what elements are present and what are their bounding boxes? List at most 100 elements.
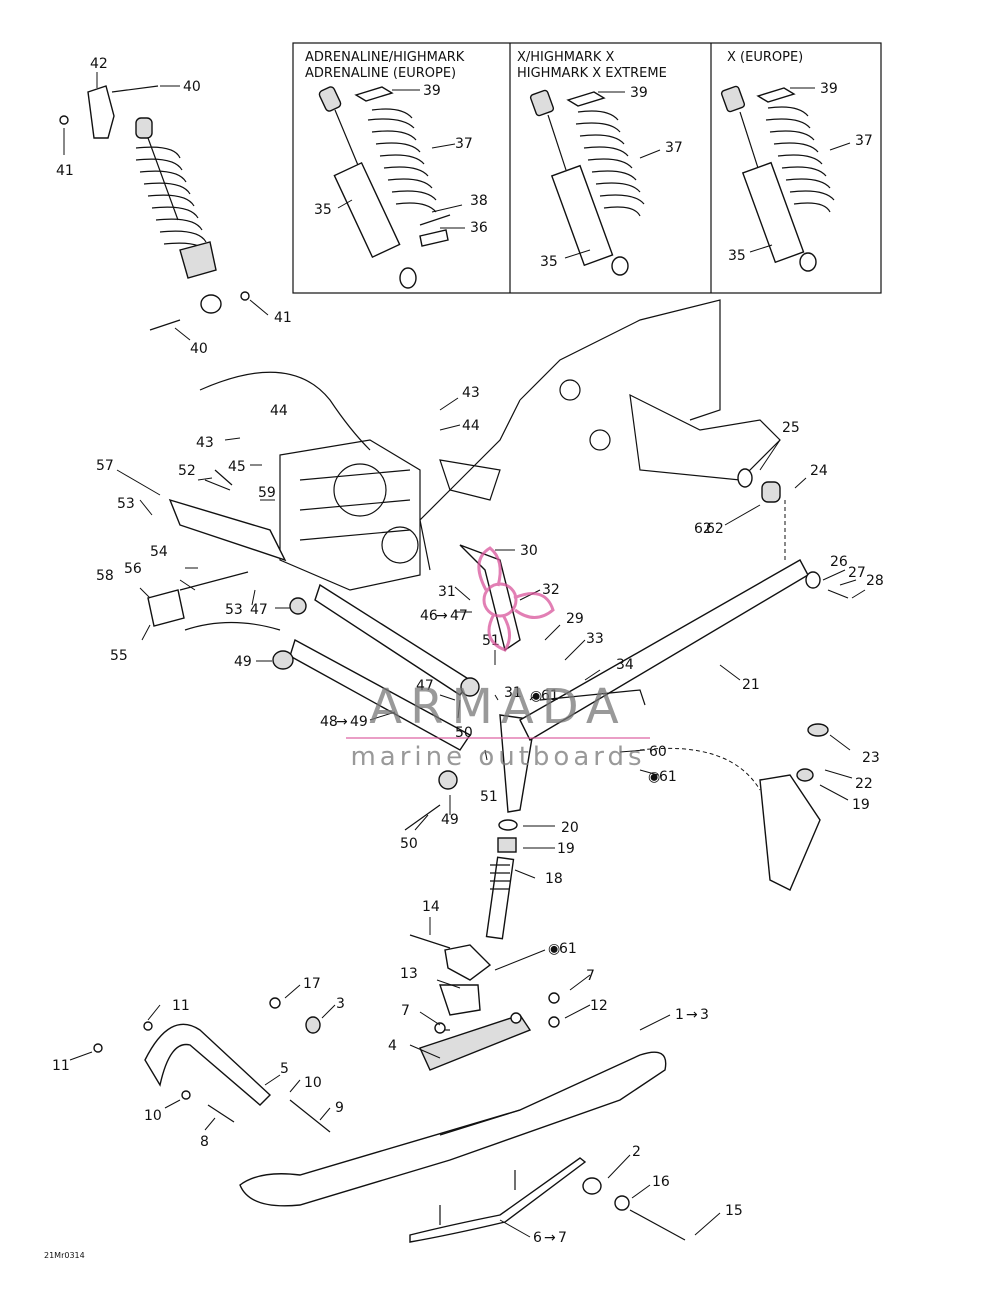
callout-35-col3: 35 bbox=[728, 248, 746, 264]
callout-44-left: 44 bbox=[270, 403, 288, 419]
callout-62: 62 bbox=[694, 521, 712, 537]
callout-10-right: 10 bbox=[304, 1075, 322, 1091]
callout-42: 42 bbox=[90, 56, 108, 72]
callout-7-bottom: 7 bbox=[558, 1230, 567, 1246]
callout-19-right: 19 bbox=[852, 797, 870, 813]
callout-18: 18 bbox=[545, 871, 563, 887]
callout-3-left: 3 bbox=[336, 996, 345, 1012]
armada-logo-icon bbox=[477, 546, 555, 652]
callout-38-col1: 38 bbox=[470, 193, 488, 209]
callout-16: 16 bbox=[652, 1174, 670, 1190]
callout-61-mid-drop: ◉ bbox=[648, 769, 660, 785]
callout-20: 20 bbox=[561, 820, 579, 836]
callout-46-arrow: → bbox=[436, 608, 448, 624]
armada-watermark: ARMADA marine outboards bbox=[346, 546, 650, 772]
callout-61-top-drop: ◉ bbox=[530, 688, 542, 704]
callout-27: 27 bbox=[848, 565, 866, 581]
callout-11-left: 11 bbox=[52, 1058, 70, 1074]
callout-17: 17 bbox=[303, 976, 321, 992]
chassis-frame bbox=[199, 299, 781, 591]
pivot-hardware bbox=[737, 468, 849, 599]
callout-49-left: 49 bbox=[234, 654, 252, 670]
callout-41-bottom: 41 bbox=[274, 310, 292, 326]
callout-37-col2: 37 bbox=[665, 140, 683, 156]
callout-2: 2 bbox=[632, 1144, 641, 1160]
shock-absorber-x-europe bbox=[720, 85, 835, 272]
callout-11-top: 11 bbox=[172, 998, 190, 1014]
inset-col3-line1: X (EUROPE) bbox=[727, 50, 803, 65]
callout-44-right: 44 bbox=[462, 418, 480, 434]
callout-62-number: 62 bbox=[706, 521, 724, 537]
callout-60: 60 bbox=[649, 744, 667, 760]
callout-43-right: 43 bbox=[462, 385, 480, 401]
callout-41-top: 41 bbox=[56, 163, 74, 179]
inset-col1-line2: ADRENALINE (EUROPE) bbox=[305, 66, 456, 81]
callout-26: 26 bbox=[830, 554, 848, 570]
callout-24: 24 bbox=[810, 463, 828, 479]
callout-49-bottom: 49 bbox=[441, 812, 459, 828]
callout-59: 59 bbox=[258, 485, 276, 501]
callout-29: 29 bbox=[566, 611, 584, 627]
shock-variants-inset: ADRENALINE/HIGHMARK ADRENALINE (EUROPE) … bbox=[292, 42, 882, 294]
callout-6-arrow: → bbox=[544, 1230, 556, 1246]
callout-3-right: 3 bbox=[700, 1007, 709, 1023]
callout-48-arrow: → bbox=[336, 714, 348, 730]
callout-1: 1 bbox=[675, 1007, 684, 1023]
callout-37-col1: 37 bbox=[455, 136, 473, 152]
callout-50-bottom: 50 bbox=[400, 836, 418, 852]
diagram-code: 21Mr0314 bbox=[44, 1251, 85, 1260]
callout-35-col2: 35 bbox=[540, 254, 558, 270]
callout-53-top: 53 bbox=[117, 496, 135, 512]
callout-6: 6 bbox=[533, 1230, 542, 1246]
callout-13: 13 bbox=[400, 966, 418, 982]
suspension-links bbox=[147, 469, 480, 831]
shock-absorber-highmark-x bbox=[529, 89, 645, 276]
ski bbox=[93, 984, 686, 1243]
callout-25: 25 bbox=[782, 420, 800, 436]
callout-30: 30 bbox=[520, 543, 538, 559]
callout-8: 8 bbox=[200, 1134, 209, 1150]
callout-43-left: 43 bbox=[196, 435, 214, 451]
callout-28: 28 bbox=[866, 573, 884, 589]
callout-40-bottom: 40 bbox=[190, 341, 208, 357]
callout-46: 46 bbox=[420, 608, 438, 624]
callout-61-bottom: 61 bbox=[559, 941, 577, 957]
watermark-tagline: marine outboards bbox=[350, 742, 645, 772]
callout-39-col3: 39 bbox=[820, 81, 838, 97]
front-shock-assembly bbox=[59, 85, 250, 331]
callout-21: 21 bbox=[742, 677, 760, 693]
inset-col1-line1: ADRENALINE/HIGHMARK bbox=[305, 50, 465, 65]
callout-48: 48 bbox=[320, 714, 338, 730]
callout-34: 34 bbox=[616, 657, 634, 673]
callout-23: 23 bbox=[862, 750, 880, 766]
callout-33: 33 bbox=[586, 631, 604, 647]
callout-10-left: 10 bbox=[144, 1108, 162, 1124]
callout-14: 14 bbox=[422, 899, 440, 915]
callout-45: 45 bbox=[228, 459, 246, 475]
callout-31-top: 31 bbox=[438, 584, 456, 600]
callout-37-col3: 37 bbox=[855, 133, 873, 149]
callout-61-top: 61 bbox=[541, 688, 559, 704]
callout-50-mid: 50 bbox=[455, 725, 473, 741]
callout-39-col1: 39 bbox=[423, 83, 441, 99]
callout-5: 5 bbox=[280, 1061, 289, 1077]
callout-31-bottom: 31 bbox=[504, 685, 522, 701]
callout-7-left: 7 bbox=[401, 1003, 410, 1019]
callout-51-bottom: 51 bbox=[480, 789, 498, 805]
callout-58: 58 bbox=[96, 568, 114, 584]
callout-1-arrow: → bbox=[686, 1007, 698, 1023]
callout-53-bottom: 53 bbox=[225, 602, 243, 618]
callout-19-center: 19 bbox=[557, 841, 575, 857]
watermark-brand: ARMADA bbox=[369, 679, 626, 735]
callout-4: 4 bbox=[388, 1038, 397, 1054]
callout-47-left: 47 bbox=[250, 602, 268, 618]
callout-32: 32 bbox=[542, 582, 560, 598]
inset-col2-line1: X/HIGHMARK X bbox=[517, 50, 615, 65]
callout-35-col1: 35 bbox=[314, 202, 332, 218]
shock-absorber-adrenaline bbox=[318, 86, 451, 289]
callout-22: 22 bbox=[855, 776, 873, 792]
callout-15: 15 bbox=[725, 1203, 743, 1219]
callout-49-mid: 49 bbox=[350, 714, 368, 730]
callout-61-bottom-drop: ◉ bbox=[548, 941, 560, 957]
